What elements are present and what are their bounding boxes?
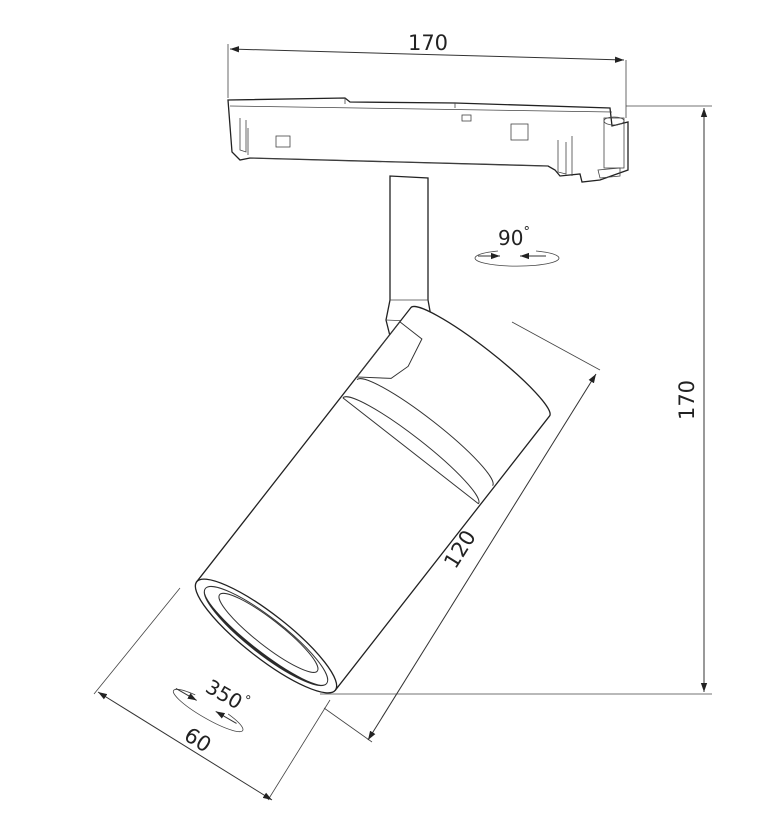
lamp-body xyxy=(194,305,551,694)
svg-text:350°: 350° xyxy=(202,674,253,718)
svg-text:90°: 90° xyxy=(498,225,530,250)
rotation-tilt-degree: ° xyxy=(523,225,530,240)
dimension-height-label: 170 xyxy=(675,380,699,420)
rotation-tilt-value: 90 xyxy=(498,226,523,250)
dimension-diameter-label: 60 xyxy=(180,723,215,758)
rotation-swivel: 350° xyxy=(172,674,253,733)
track-adapter xyxy=(227,97,629,183)
rotation-tilt: 90° xyxy=(474,225,560,267)
dimension-width-label: 170 xyxy=(408,31,448,55)
rotation-swivel-value: 350 xyxy=(202,674,247,714)
dimension-width: 170 xyxy=(227,31,627,118)
